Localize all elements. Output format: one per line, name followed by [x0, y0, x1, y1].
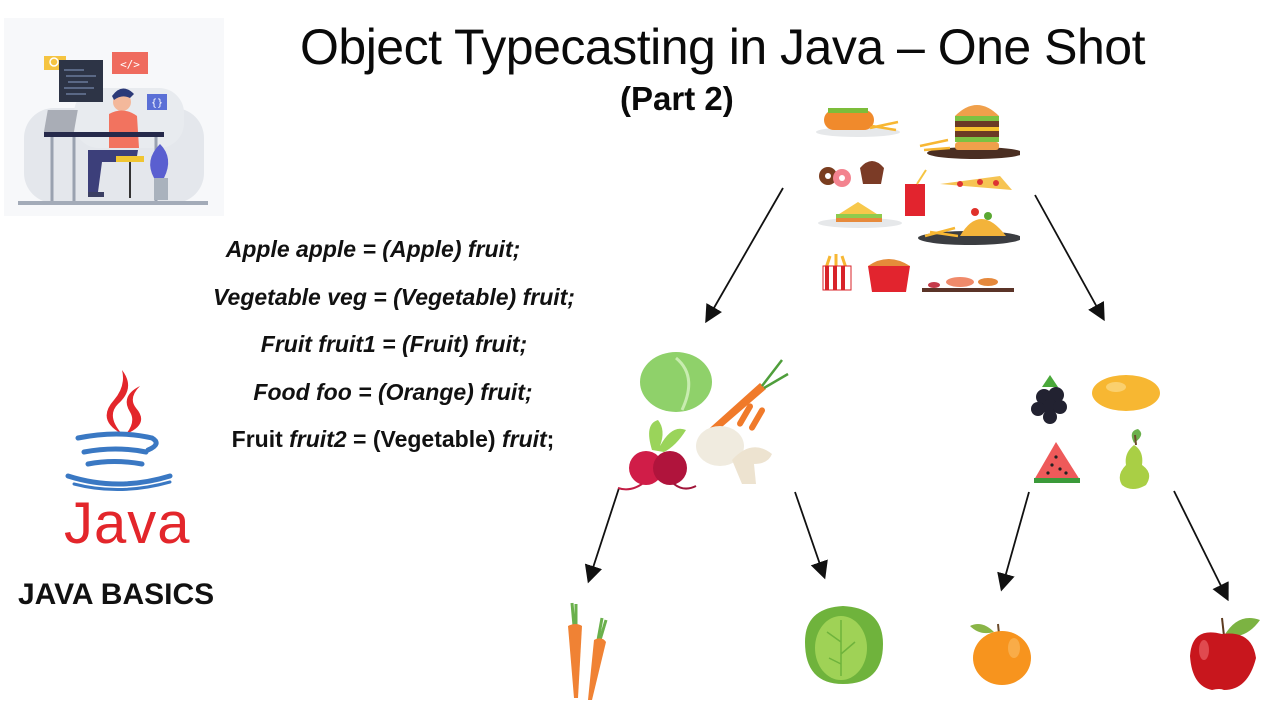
code-variable: fruit2: [289, 426, 347, 452]
code-cast: = (Vegetable): [346, 426, 502, 452]
java-coffee-cup-icon: [65, 370, 173, 491]
apple-node: [1188, 612, 1268, 692]
svg-text:{}: {}: [151, 98, 163, 109]
carrot-icon: [568, 602, 608, 700]
apple-icon: [1190, 617, 1260, 690]
fast-food-collage-icon: [816, 105, 1020, 292]
orange-icon: [970, 623, 1031, 685]
vegetable-node: [612, 350, 792, 495]
code-semicolon: ;: [546, 426, 555, 452]
fruits-collage-icon: [1031, 375, 1160, 489]
code-line: Food foo = (Orange) fruit;: [253, 379, 533, 405]
food-node: [810, 98, 1020, 298]
arrow-fruit-to-orange: [997, 491, 1030, 592]
cabbage-node: [795, 602, 890, 687]
code-line: Vegetable veg = (Vegetable) fruit;: [213, 284, 575, 310]
orange-node: [962, 618, 1042, 688]
code-type: Fruit: [231, 426, 290, 452]
code-line: Fruit fruit2 = (Vegetable) fruit;: [232, 426, 555, 453]
code-line: Apple apple = (Apple) fruit;: [225, 236, 521, 262]
arrow-food-to-vegetable: [705, 187, 784, 324]
carrot-node: [556, 598, 626, 703]
developer-illustration: </> {}: [4, 18, 224, 216]
slide-subtitle: (Part 2): [620, 80, 734, 117]
arrow-vegetable-to-carrot: [584, 487, 620, 584]
svg-text:</>: </>: [120, 58, 140, 71]
vegetables-collage-icon: [617, 352, 789, 491]
fruit-node: [1022, 365, 1172, 495]
java-logo: [62, 368, 182, 498]
java-basics-label: JAVA BASICS: [18, 578, 215, 611]
code-reference: fruit: [501, 426, 547, 452]
java-logo-text: Java: [64, 491, 191, 556]
arrow-vegetable-to-cabbage: [794, 491, 828, 580]
cabbage-icon: [805, 606, 883, 684]
code-line: Fruit fruit1 = (Fruit) fruit;: [260, 331, 528, 357]
arrow-food-to-fruit: [1034, 194, 1105, 322]
developer-at-desk-icon: </> {}: [18, 52, 208, 205]
arrow-fruit-to-apple: [1173, 490, 1229, 602]
slide-title: Object Typecasting in Java – One Shot: [300, 19, 1145, 75]
